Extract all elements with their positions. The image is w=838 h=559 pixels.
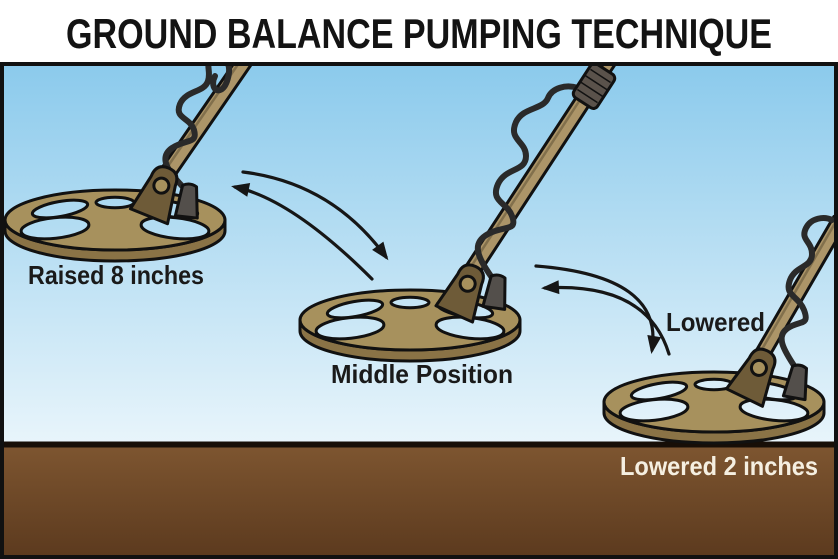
label-lowered-depth: Lowered 2 inches (620, 451, 818, 481)
shaft-shading (458, 80, 594, 285)
illustration-frame (0, 62, 838, 559)
arrow-up-to-middle-icon (541, 280, 671, 356)
pump-arrow-left-middle (231, 170, 389, 281)
pump-arrow-middle-lowered (534, 264, 671, 356)
detector-lowered (602, 215, 838, 445)
ground-soil (3, 447, 835, 556)
shaft-collar-icon (571, 62, 617, 110)
arrow-down-to-middle-icon (241, 170, 389, 261)
title-band (0, 0, 838, 62)
label-raised: Raised 8 inches (28, 260, 204, 290)
coil-cable-lowered (778, 215, 835, 373)
coil-cable-raised (162, 53, 232, 193)
detector-middle (298, 43, 626, 363)
coil-cable-middle (474, 83, 581, 285)
arrow-up-to-raised-icon (231, 183, 374, 281)
ground-surface-line (3, 441, 835, 448)
arrow-down-to-lowered-icon (534, 264, 662, 354)
page-title: GROUND BALANCE PUMPING TECHNIQUE (66, 10, 772, 57)
label-middle: Middle Position (331, 359, 513, 389)
label-lowered-annotation: Lowered (666, 307, 765, 337)
